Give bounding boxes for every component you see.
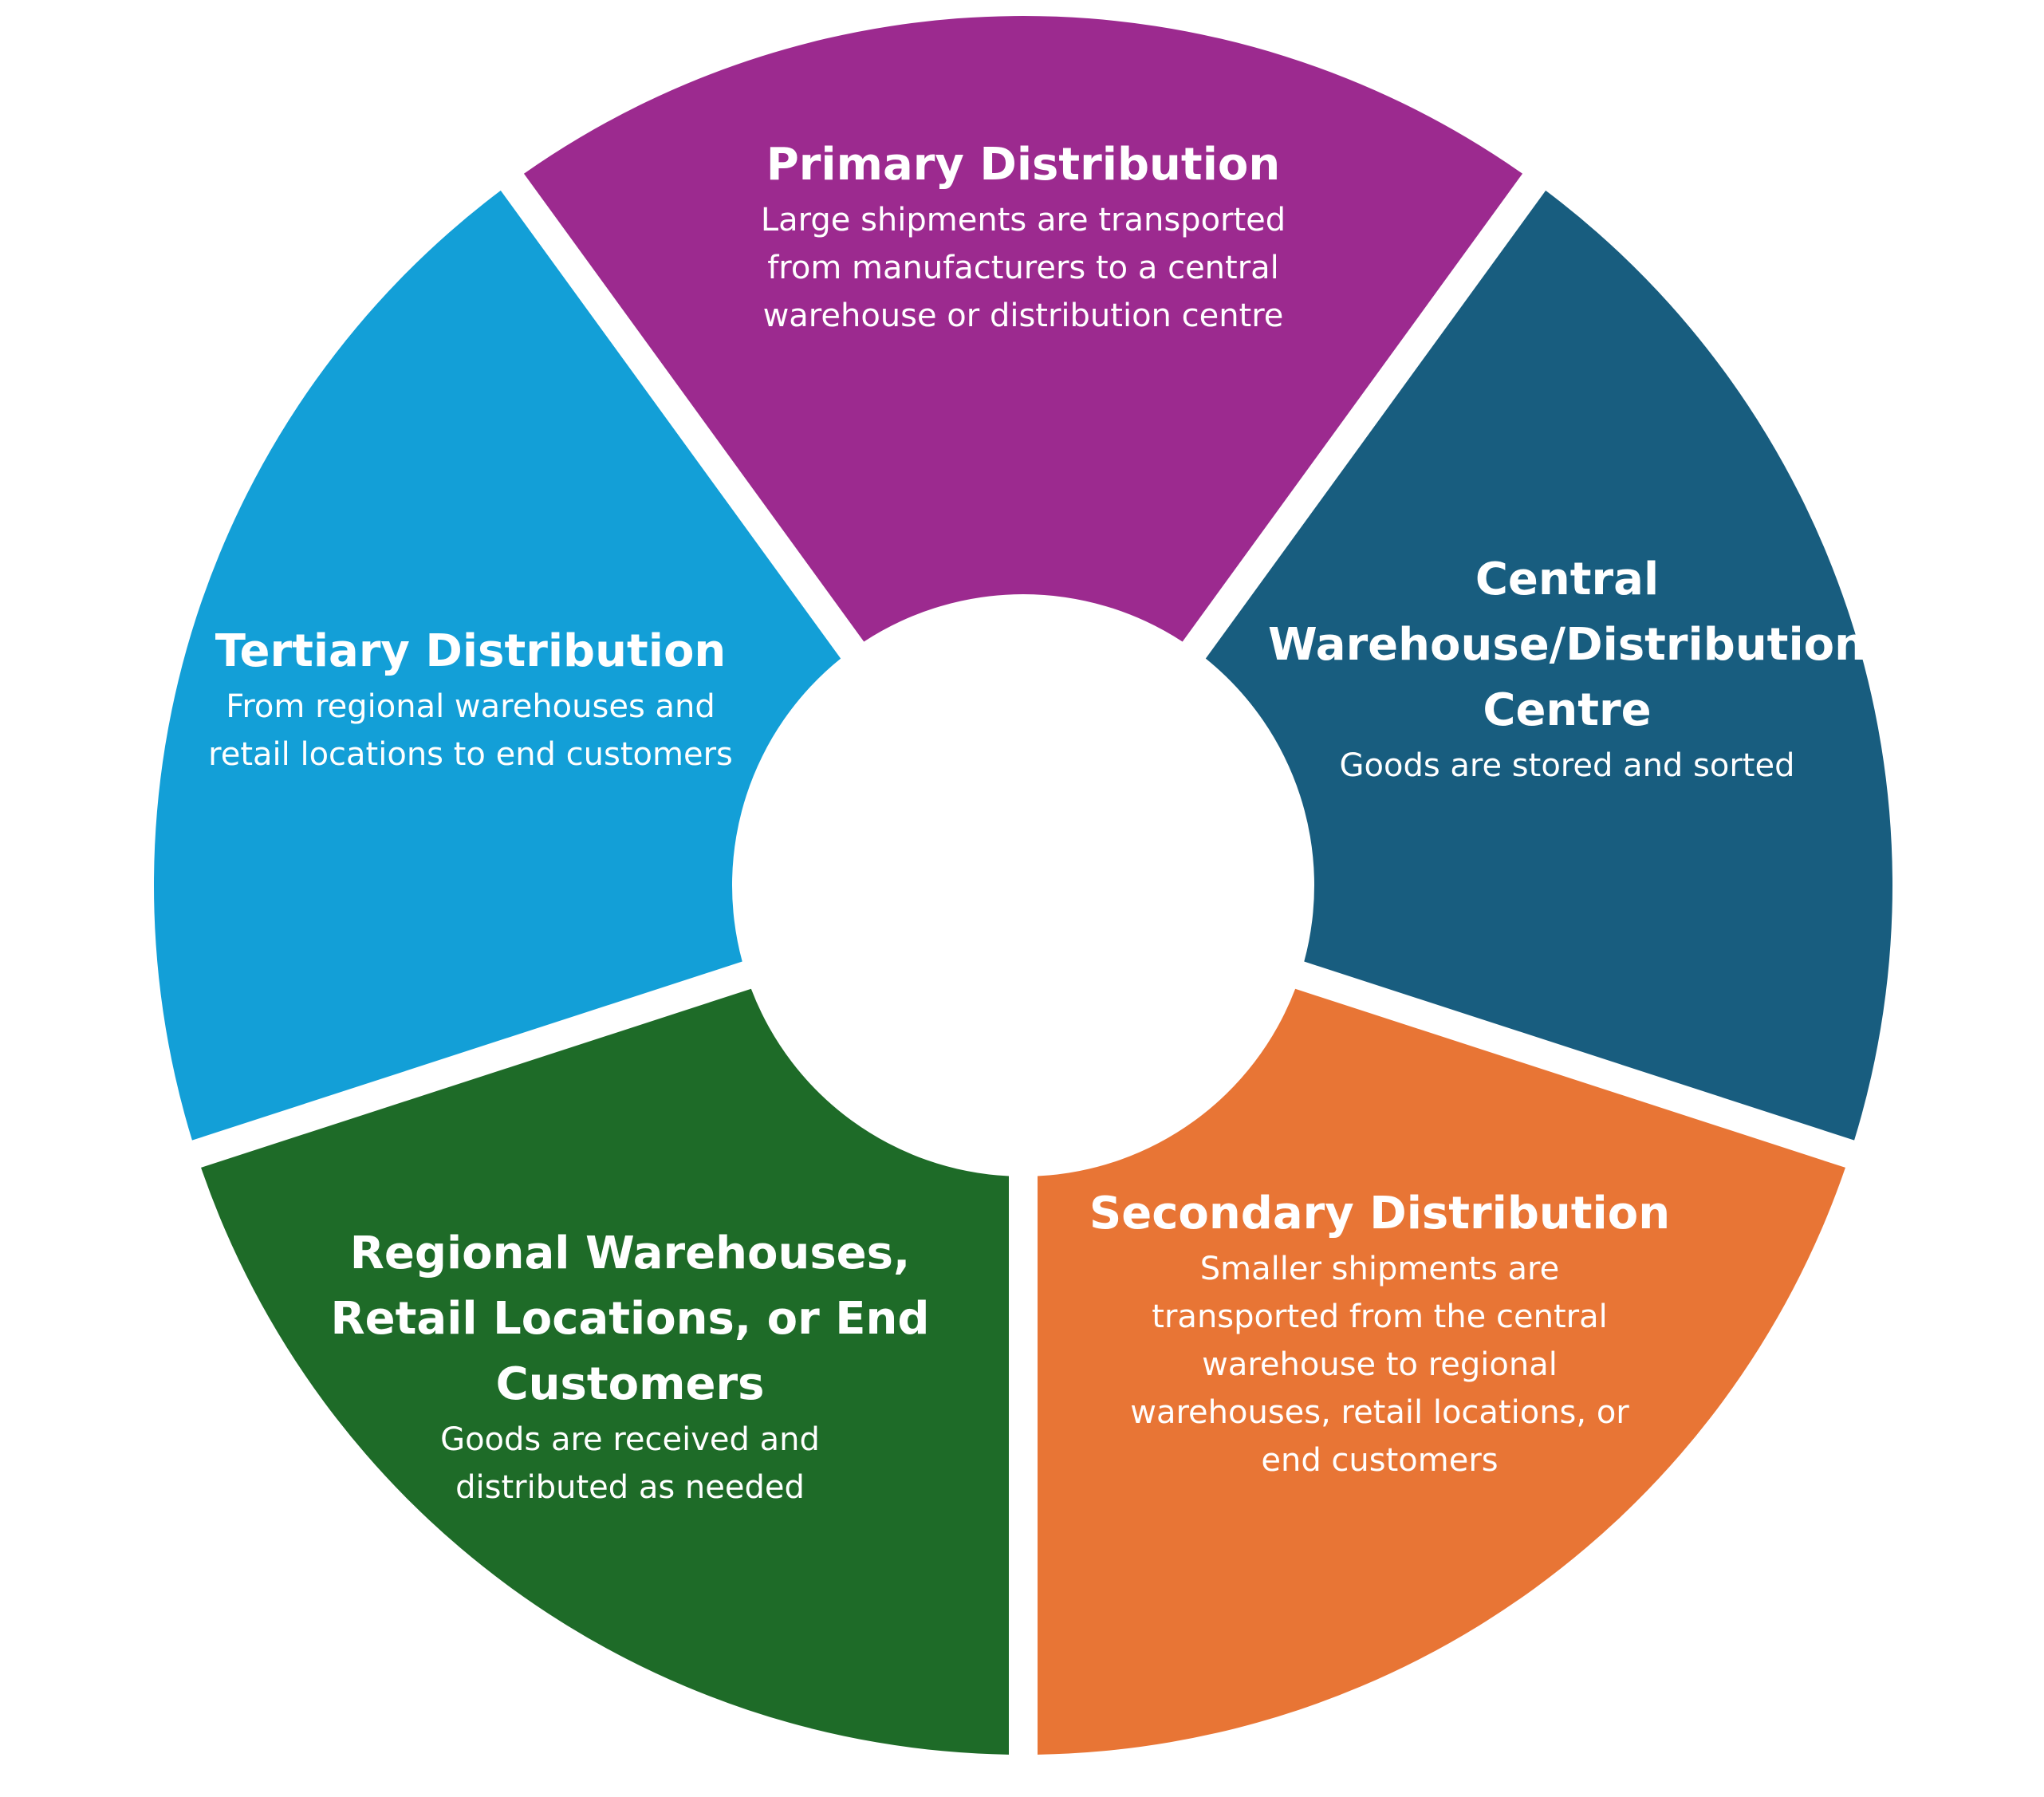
segment-description-primary: warehouse or distribution centre	[763, 298, 1284, 334]
segment-description-tertiary: retail locations to end customers	[208, 736, 733, 773]
segment-description-tertiary: From regional warehouses and	[226, 688, 715, 725]
segment-description-secondary: warehouse to regional	[1202, 1346, 1558, 1383]
segment-label-regional: Regional Warehouses, Retail Locations, or…	[331, 1228, 930, 1506]
segment-description-central: Goods are stored and sorted	[1340, 747, 1795, 784]
segment-title-secondary: Secondary Distribution	[1089, 1188, 1670, 1239]
segment-title-central: Central	[1475, 554, 1659, 605]
segment-description-regional: distributed as needed	[455, 1469, 805, 1506]
segments-layer	[153, 16, 1892, 1755]
segment-description-primary: from manufacturers to a central	[767, 250, 1279, 286]
segment-description-primary: Large shipments are transported	[761, 202, 1286, 238]
segment-description-secondary: warehouses, retail locations, or	[1130, 1394, 1629, 1431]
segment-title-central: Centre	[1483, 684, 1651, 736]
segment-secondary	[1037, 988, 1845, 1755]
segment-label-central: CentralWarehouse/DistributionCentreGoods…	[1268, 554, 1866, 784]
segment-primary	[523, 16, 1523, 642]
segment-description-secondary: Smaller shipments are	[1200, 1251, 1559, 1287]
segment-title-primary: Primary Distribution	[766, 139, 1280, 191]
segment-title-tertiary: Tertiary Distribution	[215, 625, 727, 677]
segment-description-regional: Goods are received and	[440, 1421, 820, 1458]
segment-central	[1205, 190, 1892, 1141]
segment-description-secondary: end customers	[1261, 1442, 1498, 1479]
segment-title-regional: Regional Warehouses,	[350, 1228, 911, 1279]
segment-regional	[201, 988, 1010, 1755]
segment-tertiary	[153, 190, 841, 1141]
segment-description-secondary: transported from the central	[1152, 1298, 1607, 1335]
segment-title-regional: Retail Locations, or End	[331, 1293, 930, 1345]
segment-title-central: Warehouse/Distribution	[1268, 619, 1866, 671]
segment-title-regional: Customers	[496, 1358, 765, 1410]
